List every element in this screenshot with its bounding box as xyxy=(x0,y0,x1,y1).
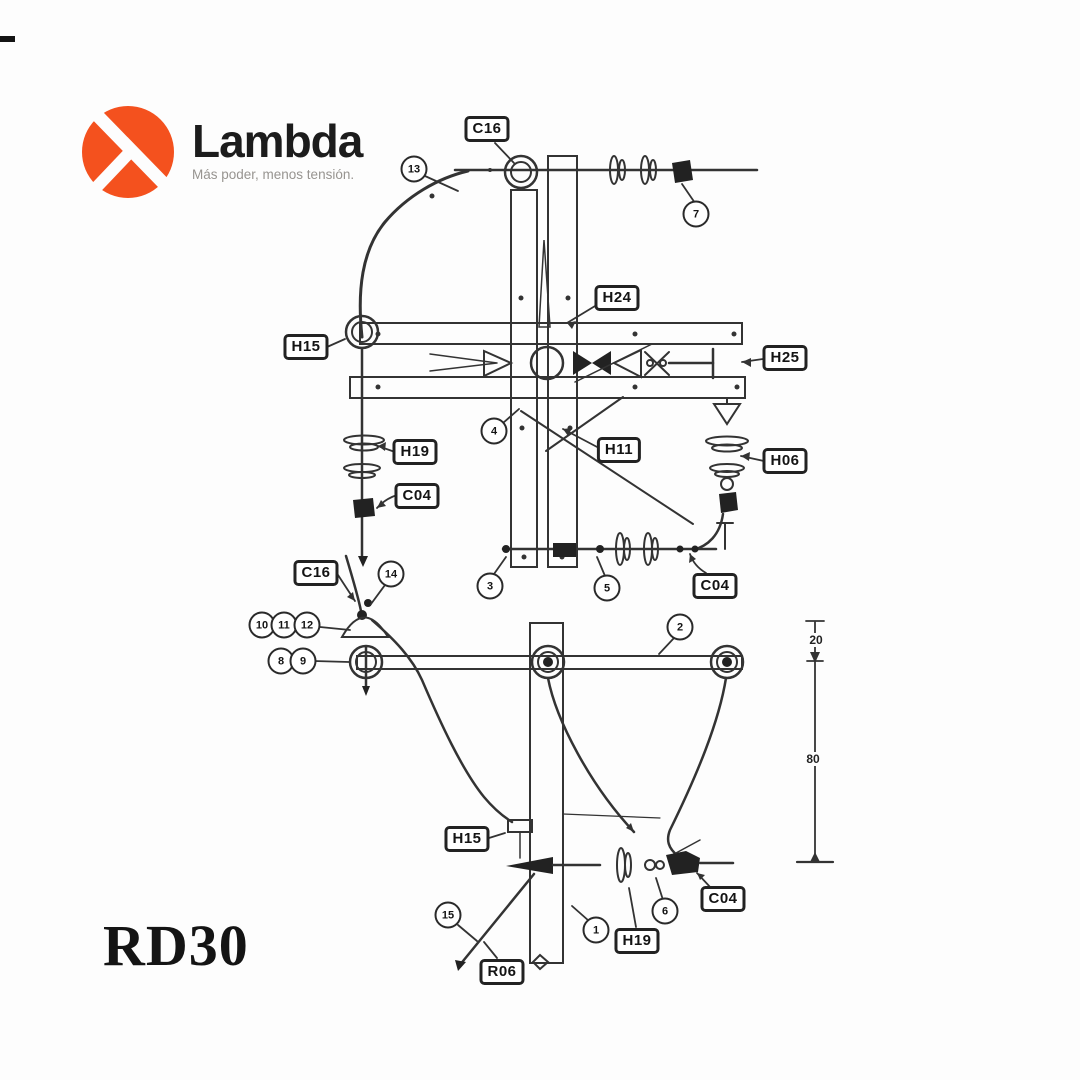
lambda-logo-icon xyxy=(82,106,175,198)
item-number-2: 2 xyxy=(666,613,694,641)
item-number-1: 1 xyxy=(582,916,610,944)
item-number-13: 13 xyxy=(400,155,428,183)
dimension-line xyxy=(795,620,835,864)
part-label-h15-lower: H15 xyxy=(444,826,490,852)
item-number-3: 3 xyxy=(476,572,504,600)
part-label-c04-upper-right: C04 xyxy=(692,573,738,599)
part-label-h19-upper: H19 xyxy=(392,439,438,465)
dimension-top: 20 xyxy=(807,633,825,647)
item-number-5: 5 xyxy=(593,574,621,602)
dimension-bottom: 80 xyxy=(804,752,822,766)
part-label-c16-top: C16 xyxy=(464,116,510,142)
part-label-h25: H25 xyxy=(762,345,808,371)
lower-leader-lines xyxy=(313,574,712,959)
part-label-h06: H06 xyxy=(762,448,808,474)
item-number-12: 12 xyxy=(293,611,321,639)
corner-mark xyxy=(0,36,15,42)
item-number-14: 14 xyxy=(377,560,405,588)
part-label-c16-lower: C16 xyxy=(293,560,339,586)
upper-view xyxy=(326,142,765,577)
part-label-h11: H11 xyxy=(596,437,642,463)
brand-tagline: Más poder, menos tensión. xyxy=(192,167,355,182)
lower-view xyxy=(313,554,835,971)
item-number-6: 6 xyxy=(651,897,679,925)
part-label-c04-lower: C04 xyxy=(700,886,746,912)
item-number-4: 4 xyxy=(480,417,508,445)
part-label-h24: H24 xyxy=(594,285,640,311)
part-label-h15-upper: H15 xyxy=(283,334,329,360)
part-label-c04-upper-left: C04 xyxy=(394,483,440,509)
item-number-9: 9 xyxy=(289,647,317,675)
item-number-7: 7 xyxy=(682,200,710,228)
part-label-h19-lower: H19 xyxy=(614,928,660,954)
upper-leader-lines xyxy=(326,142,765,577)
brand-name: Lambda xyxy=(192,115,363,167)
product-code: RD30 xyxy=(103,913,249,978)
brand-logo: Lambda Más poder, menos tensión. xyxy=(78,100,363,200)
part-label-r06: R06 xyxy=(479,959,525,985)
item-number-15: 15 xyxy=(434,901,462,929)
